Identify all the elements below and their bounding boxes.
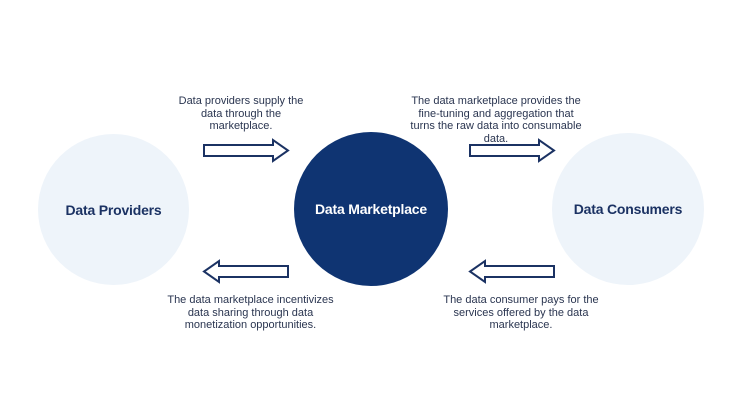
arrow-right-icon — [203, 138, 290, 163]
node-label: Data Providers — [65, 201, 162, 218]
arrow-right-icon — [469, 138, 556, 163]
caption-marketplace-to-consumers: The data marketplace provides the fine-t… — [410, 95, 582, 145]
arrow-left-icon — [468, 259, 555, 284]
arrow-left-icon — [202, 259, 289, 284]
node-label: Data Marketplace — [315, 201, 427, 217]
node-data-providers: Data Providers — [38, 134, 189, 285]
node-data-consumers: Data Consumers — [552, 133, 704, 285]
node-label: Data Consumers — [573, 201, 683, 217]
caption-providers-to-marketplace: Data providers supply the data through t… — [178, 95, 304, 132]
node-data-marketplace: Data Marketplace — [294, 132, 448, 286]
caption-marketplace-to-providers: The data marketplace incentivizes data s… — [167, 294, 334, 331]
caption-consumers-to-marketplace: The data consumer pays for the services … — [443, 294, 599, 331]
